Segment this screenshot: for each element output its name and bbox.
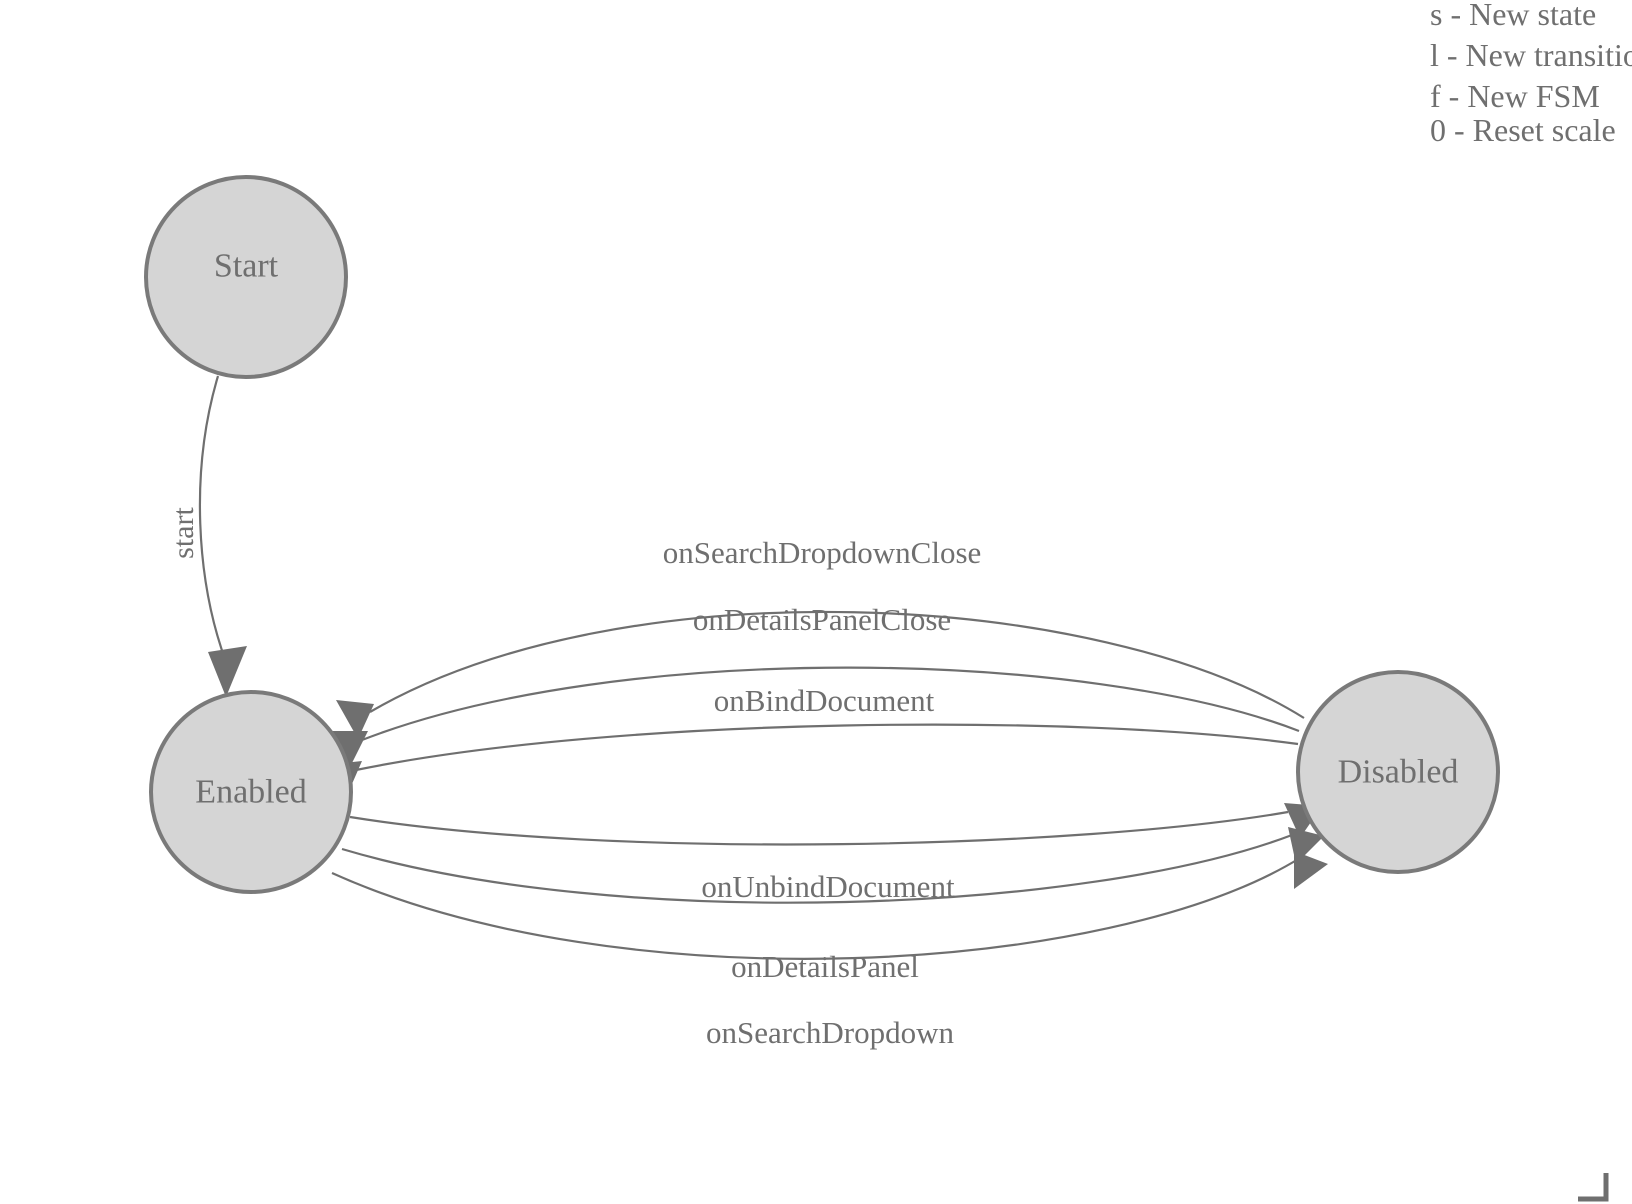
edge-path bbox=[331, 857, 1301, 960]
node-label-start: Start bbox=[214, 248, 279, 285]
help-line-new-transition: l - New transition bbox=[1430, 37, 1632, 73]
edge-path bbox=[355, 723, 1299, 772]
edge-path bbox=[198, 375, 228, 663]
edge-on-search-dropdown-close[interactable] bbox=[336, 610, 1305, 739]
node-circle bbox=[144, 175, 348, 379]
edge-on-search-dropdown[interactable] bbox=[331, 851, 1328, 960]
node-label-disabled: Disabled bbox=[1338, 754, 1459, 791]
edge-path bbox=[369, 610, 1305, 719]
help-line-new-state: s - New state bbox=[1430, 0, 1596, 32]
arrowhead-icon bbox=[208, 646, 247, 697]
node-disabled[interactable]: Disabled bbox=[1296, 670, 1500, 874]
edge-label-on-details-panel: onDetailsPanel bbox=[731, 949, 919, 984]
edge-path bbox=[361, 666, 1300, 742]
edge-label-on-details-panel-close: onDetailsPanelClose bbox=[693, 602, 951, 637]
edge-on-bind-document[interactable] bbox=[325, 723, 1299, 800]
corner-bracket-icon[interactable] bbox=[1578, 1173, 1609, 1202]
help-overlay: s - New state l - New transition f - New… bbox=[1430, 0, 1632, 148]
edge-path bbox=[341, 833, 1293, 904]
edge-path bbox=[349, 810, 1289, 846]
arrowhead-icon bbox=[1294, 851, 1328, 889]
edge-label-on-search-dropdown: onSearchDropdown bbox=[706, 1015, 954, 1050]
help-line-reset-scale: 0 - Reset scale bbox=[1430, 112, 1616, 148]
arrowhead-icon bbox=[336, 700, 374, 739]
arrowhead-icon bbox=[330, 731, 368, 769]
edge-label-on-unbind-document: onUnbindDocument bbox=[701, 869, 955, 904]
node-circle bbox=[149, 690, 353, 894]
edge-label-on-search-dropdown-close: onSearchDropdownClose bbox=[663, 535, 982, 570]
node-start[interactable]: Start bbox=[144, 175, 348, 379]
node-label-enabled: Enabled bbox=[195, 774, 306, 811]
edge-on-unbind-document[interactable] bbox=[349, 803, 1322, 846]
node-circle bbox=[1296, 670, 1500, 874]
node-enabled[interactable]: Enabled bbox=[149, 690, 353, 894]
edge-label-start: start bbox=[167, 507, 200, 559]
help-line-new-fsm: f - New FSM bbox=[1430, 78, 1600, 114]
edge-on-details-panel-close[interactable] bbox=[330, 666, 1300, 769]
edge-label-on-bind-document: onBindDocument bbox=[714, 683, 935, 718]
edge-start[interactable]: start bbox=[167, 375, 247, 697]
